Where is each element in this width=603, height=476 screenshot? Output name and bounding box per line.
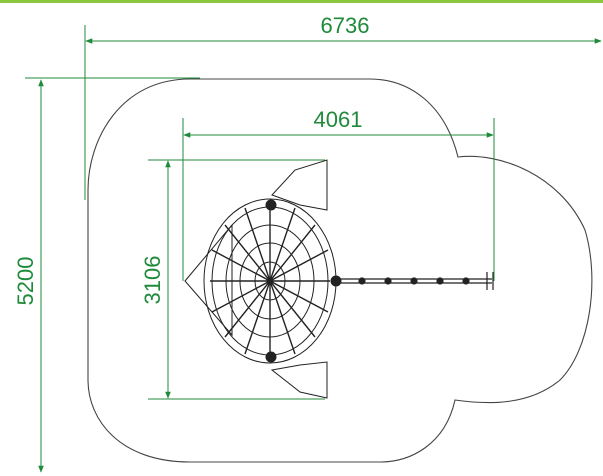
dim-equipment-width — [182, 118, 495, 281]
top-platform — [271, 159, 328, 211]
overall-width-label: 6736 — [321, 13, 370, 38]
dim-overall-width — [84, 25, 602, 200]
top-accent-bar — [0, 0, 603, 3]
post-center — [266, 277, 274, 285]
dim-equipment-height — [148, 159, 325, 400]
post-right — [330, 275, 342, 287]
rope-bridge — [336, 272, 494, 290]
post-top — [265, 199, 277, 211]
safety-zone-outline — [87, 78, 593, 463]
post-bottom — [265, 351, 277, 363]
dim-overall-height — [25, 77, 200, 473]
overall-height-label: 5200 — [13, 257, 38, 306]
bottom-platform — [270, 361, 328, 399]
left-frame — [184, 223, 233, 337]
equipment-height-label: 3106 — [140, 256, 165, 305]
equipment-width-label: 4061 — [314, 107, 363, 132]
spider-web-equipment — [184, 159, 494, 399]
